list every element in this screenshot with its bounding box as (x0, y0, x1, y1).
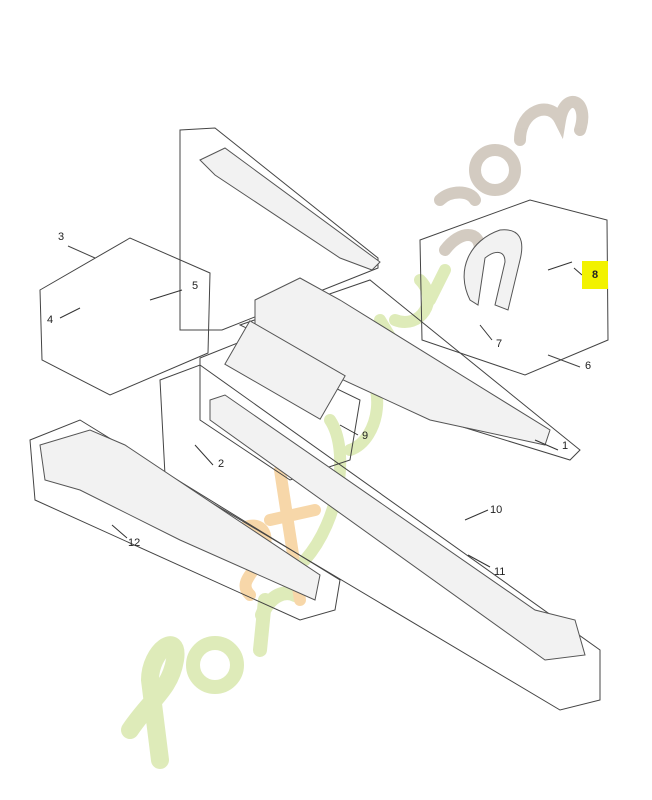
callout-4[interactable]: 4 (47, 314, 54, 326)
callout-2[interactable]: 2 (218, 458, 225, 470)
callout-7[interactable]: 7 (496, 338, 503, 350)
callout-6[interactable]: 6 (585, 360, 592, 372)
part-box-cover (179, 127, 379, 331)
callout-1[interactable]: 1 (562, 440, 569, 452)
part-box-bottom (29, 419, 341, 621)
callout-8-highlighted[interactable]: 8 (582, 261, 609, 289)
chain-cover-part (199, 147, 381, 271)
callout-11[interactable]: 11 (494, 566, 506, 578)
guide-bar-part (209, 394, 586, 661)
callout-5[interactable]: 5 (192, 280, 199, 292)
part-box-3 (39, 237, 211, 396)
handle-bar-part (463, 229, 523, 311)
rail-part (224, 320, 346, 420)
callout-9[interactable]: 9 (362, 430, 369, 442)
callout-12[interactable]: 12 (128, 537, 141, 549)
callout-3[interactable]: 3 (58, 231, 65, 243)
bolt-part-8 (547, 261, 573, 271)
part-box-6 (419, 199, 609, 376)
rear-handle-part (39, 429, 321, 601)
callout-10[interactable]: 10 (490, 504, 503, 516)
